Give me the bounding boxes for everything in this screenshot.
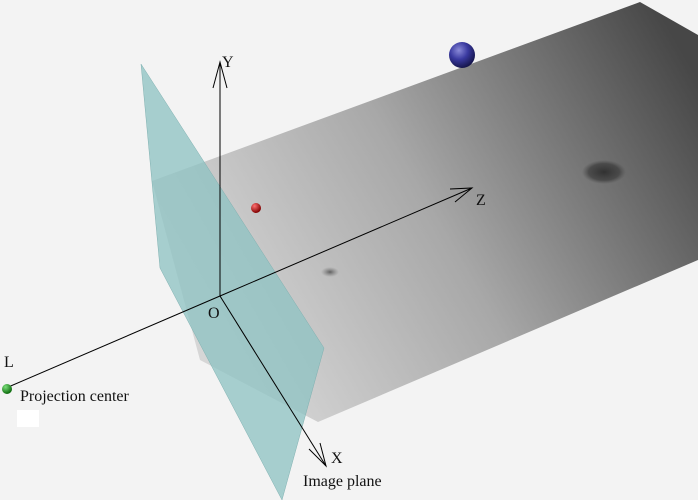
z-axis-label: Z	[476, 192, 486, 209]
z-axis-line	[219, 187, 473, 297]
x-axis-arrowhead	[308, 442, 327, 468]
image-plane-label: Image plane	[303, 473, 382, 490]
z-axis-arrowhead	[449, 187, 474, 203]
origin-label: O	[208, 305, 220, 322]
label-marker	[17, 410, 39, 427]
red-sphere-shadow	[321, 267, 339, 277]
blue-sphere-shadow	[582, 160, 626, 184]
projection-center-label: Projection center	[20, 388, 130, 405]
axes	[5, 60, 474, 468]
y-axis-label: Y	[222, 54, 234, 71]
light-source-label: L	[4, 354, 14, 371]
y-axis-arrowhead	[212, 60, 228, 89]
optical-axis-line	[5, 295, 221, 389]
blue-sphere	[449, 42, 475, 68]
x-axis-line	[219, 295, 327, 467]
red-sphere	[251, 203, 261, 213]
x-axis-label: X	[331, 450, 343, 467]
projection-center-point	[2, 384, 12, 394]
image-plane	[140, 63, 325, 500]
